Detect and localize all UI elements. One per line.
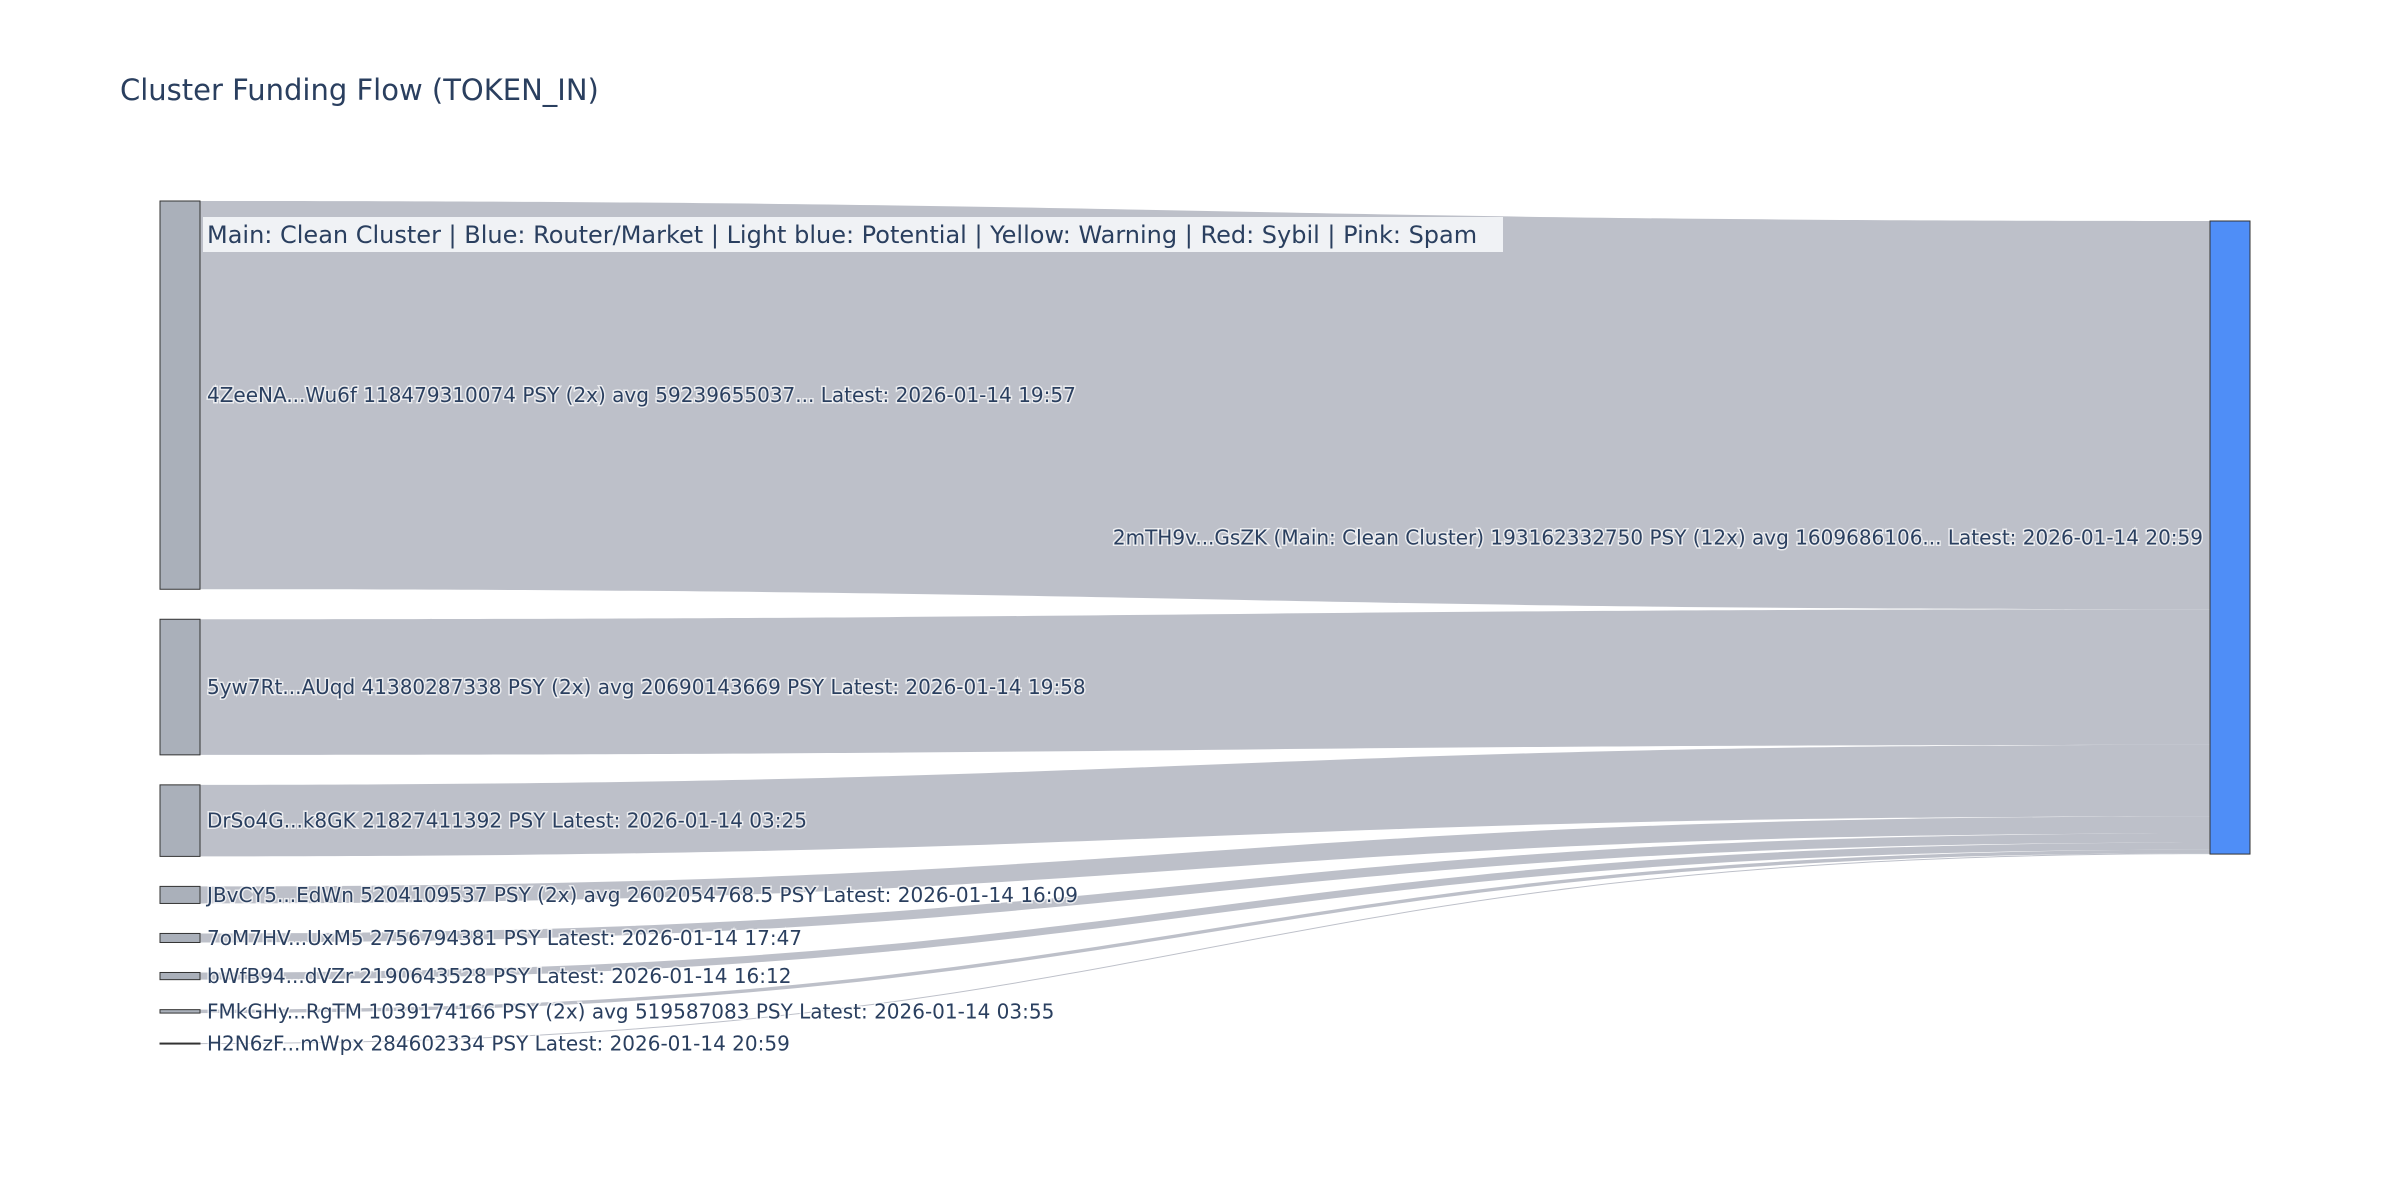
- links: [200, 201, 2210, 1045]
- link-3[interactable]: [200, 816, 2210, 904]
- source-label-4: 7oM7HV...UxM5 2756794381 PSY Latest: 202…: [207, 926, 802, 950]
- source-node-2[interactable]: [159, 784, 201, 857]
- source-label-5: bWfB94...dVZr 2190643528 PSY Latest: 202…: [207, 964, 791, 988]
- target-node[interactable]: [2209, 220, 2251, 855]
- link-6[interactable]: [200, 849, 2210, 1014]
- source-node-4[interactable]: [159, 932, 201, 943]
- link-0[interactable]: [200, 201, 2210, 610]
- labels: 4ZeeNA...Wu6f 118479310074 PSY (2x) avg …: [204, 382, 2205, 1057]
- source-label-0: 4ZeeNA...Wu6f 118479310074 PSY (2x) avg …: [207, 383, 1076, 407]
- link-7[interactable]: [200, 853, 2210, 1045]
- source-label-7: H2N6zF...mWpx 284602334 PSY Latest: 2026…: [207, 1032, 790, 1056]
- source-node-1[interactable]: [159, 618, 201, 756]
- target-label: 2mTH9v...GsZK (Main: Clean Cluster) 1931…: [1113, 526, 2203, 550]
- source-label-3: JBvCY5...EdWn 5204109537 PSY (2x) avg 26…: [205, 883, 1078, 907]
- source-node-5[interactable]: [159, 971, 201, 981]
- source-label-6: FMkGHy...RgTM 1039174166 PSY (2x) avg 51…: [207, 999, 1054, 1023]
- nodes: [159, 200, 2251, 1045]
- link-1[interactable]: [200, 609, 2210, 755]
- source-label-2: DrSo4G...k8GK 21827411392 PSY Latest: 20…: [207, 809, 807, 833]
- source-node-0[interactable]: [159, 200, 201, 590]
- chart-title: Cluster Funding Flow (TOKEN_IN): [120, 73, 599, 107]
- source-node-6[interactable]: [159, 1009, 201, 1014]
- source-node-7[interactable]: [159, 1042, 201, 1045]
- link-2[interactable]: [200, 744, 2210, 857]
- source-label-1: 5yw7Rt...AUqd 41380287338 PSY (2x) avg 2…: [207, 675, 1086, 699]
- link-4[interactable]: [200, 833, 2210, 943]
- legend-annotation: Main: Clean Cluster | Blue: Router/Marke…: [207, 221, 1477, 249]
- source-node-3[interactable]: [159, 885, 201, 904]
- legend-box: [203, 217, 1503, 252]
- link-5[interactable]: [200, 842, 2210, 980]
